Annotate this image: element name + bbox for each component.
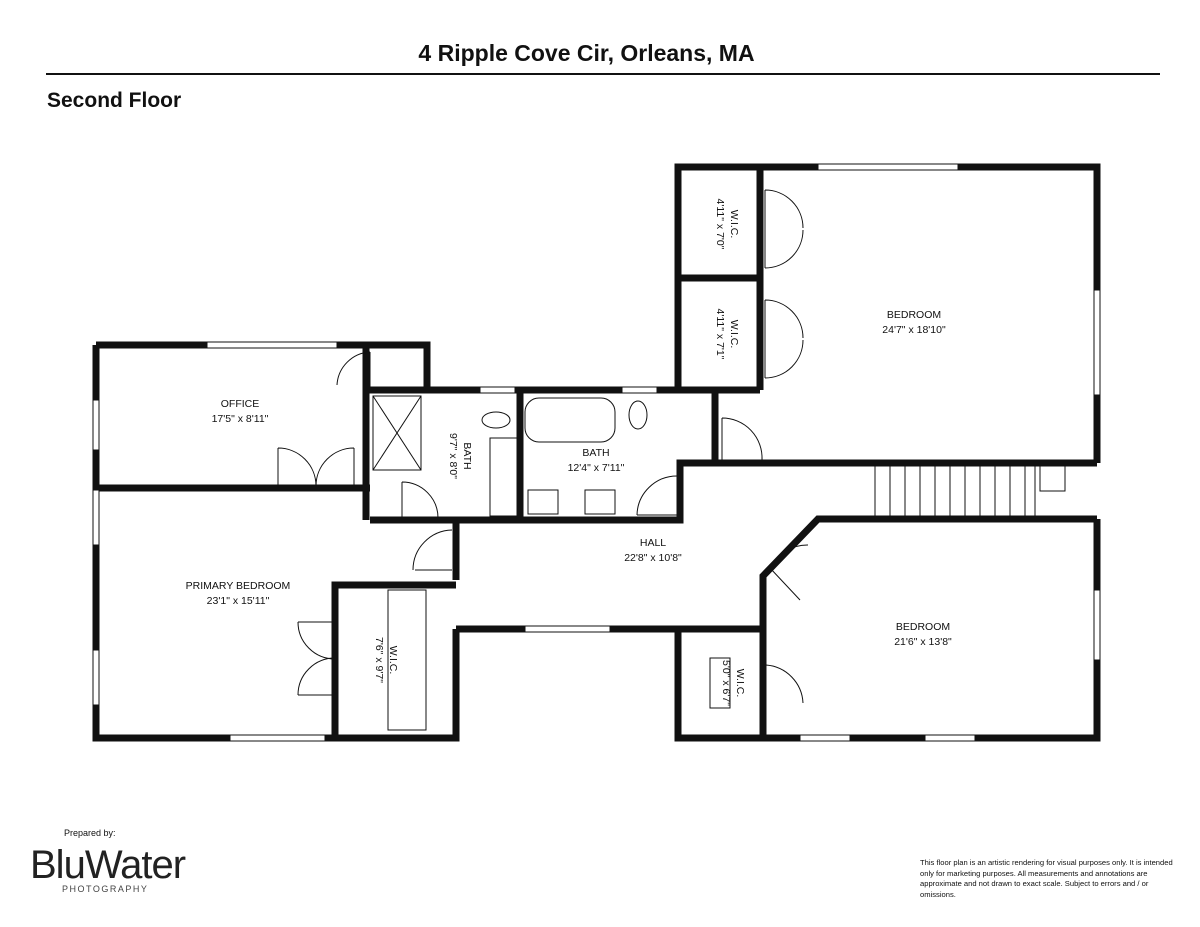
brand-logo: BluWater [30,843,186,888]
stairs [874,465,1036,518]
window [92,399,100,451]
room-bedroom-ne-name: BEDROOM [887,309,941,321]
room-wic-mid-dims: 4'11" x 7'1" [714,309,726,360]
room-hall-name: HALL [640,537,666,549]
room-bath-large-dims: 12'4" x 7'11" [568,462,625,474]
door-swing [277,447,355,488]
room-bedroom-se-dims: 21'6" x 13'8" [894,636,952,648]
shower [372,395,422,471]
room-primary-wic-dims: 7'6" x 9'7" [373,637,385,683]
window [479,386,516,394]
wall-bath-large [520,459,1097,524]
room-hall-dims: 22'8" x 10'8" [624,552,682,564]
door-swing [636,475,678,516]
room-bath-large-name: BATH [582,447,609,459]
room-primary-wic-name: W.I.C. [387,646,399,675]
page-title: 4 Ripple Cove Cir, Orleans, MA [418,40,755,66]
disclaimer: This floor plan is an artistic rendering… [920,858,1173,899]
wall-primary-wic [331,581,456,738]
door-swing [412,529,453,571]
door-swing [721,417,763,461]
prepared-by-label: Prepared by: [64,828,116,838]
room-primary-name: PRIMARY BEDROOM [186,580,291,592]
room-bath-small-dims: 9'7" x 8'0" [447,433,459,479]
room-wic-top-dims: 4'11" x 7'0" [714,199,726,250]
window [924,734,976,742]
room-wic-mid-name: W.I.C. [728,320,740,349]
toilet [628,400,648,430]
room-primary-dims: 23'1" x 15'11" [207,595,270,607]
room-office-dims: 17'5" x 8'11" [212,413,269,425]
closet-shelf [709,657,731,709]
wall-stair-south [759,515,1097,738]
door-swing [765,664,804,705]
floor-label: Second Floor [47,89,182,112]
sink [527,489,559,515]
room-wic-se-name: W.I.C. [734,669,746,698]
room-bath-small-name: BATH [461,442,473,469]
window [92,489,100,546]
door-swing [769,544,809,601]
room-wic-se-dims: 5'0" x 6'7" [720,660,732,706]
room-bedroom-se-name: BEDROOM [896,621,950,633]
window [206,341,338,349]
title-divider [46,73,1160,75]
tub [524,397,616,443]
vanity [489,437,519,517]
door-swing [764,299,804,379]
logo-text: BluWater [30,843,186,887]
door-swing [764,189,804,269]
toilet [481,411,511,429]
window [1093,289,1101,396]
door-swing [297,621,336,696]
window [799,734,851,742]
room-wic-top-name: W.I.C. [728,210,740,239]
closet-shelf [387,589,427,731]
window [92,649,100,706]
door-swing [401,481,439,519]
wall-bath-small [370,390,524,524]
window [1093,589,1101,661]
wall-west-outer [92,345,460,742]
room-office-name: OFFICE [221,398,260,410]
door-swing [336,351,371,387]
window [524,625,611,633]
window [229,734,326,742]
sink [584,489,616,515]
window [621,386,658,394]
logo-subtext: PHOTOGRAPHY [62,884,149,894]
window [817,163,959,171]
room-bedroom-ne-dims: 24'7" x 18'10" [882,324,946,336]
